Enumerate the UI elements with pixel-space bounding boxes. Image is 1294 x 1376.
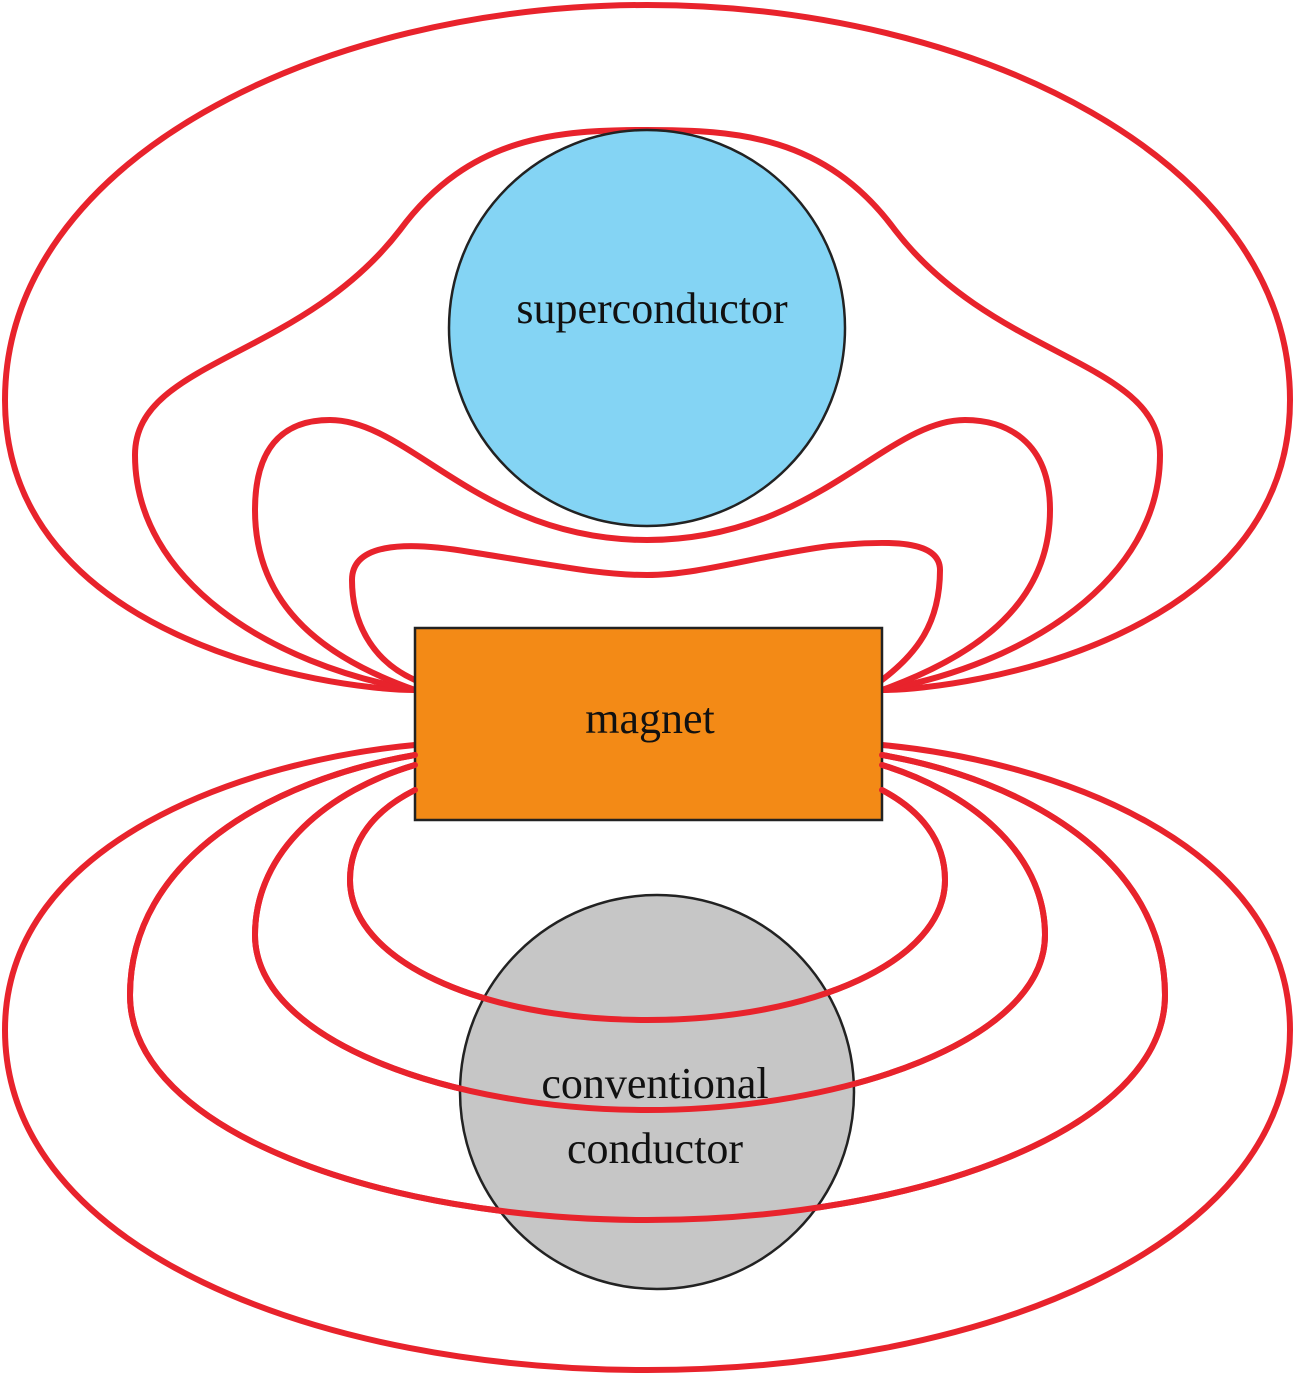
field-line-upper-1	[2, 2, 1293, 693]
superconductor-disc	[447, 128, 847, 528]
conventional-conductor-label-line1: conventional	[541, 1059, 768, 1108]
magnet-label: magnet	[585, 694, 715, 743]
upper-field-lines	[2, 2, 1293, 693]
field-line-upper-3	[252, 417, 1053, 693]
field-line-overlay-2	[127, 752, 1168, 1223]
conventional-conductor-disc	[458, 893, 856, 1291]
superconductor-label: superconductor	[516, 284, 788, 333]
field-line-lower-1	[2, 742, 1293, 1373]
field-line-overlay-4	[347, 787, 948, 1023]
conventional-conductor-label-line2: conductor	[567, 1124, 743, 1173]
field-line-overlay-3	[252, 762, 1048, 1113]
magnet-bar	[413, 626, 884, 822]
lower-field-lines-overlay	[127, 752, 1168, 1223]
field-line-upper-4	[349, 539, 943, 683]
